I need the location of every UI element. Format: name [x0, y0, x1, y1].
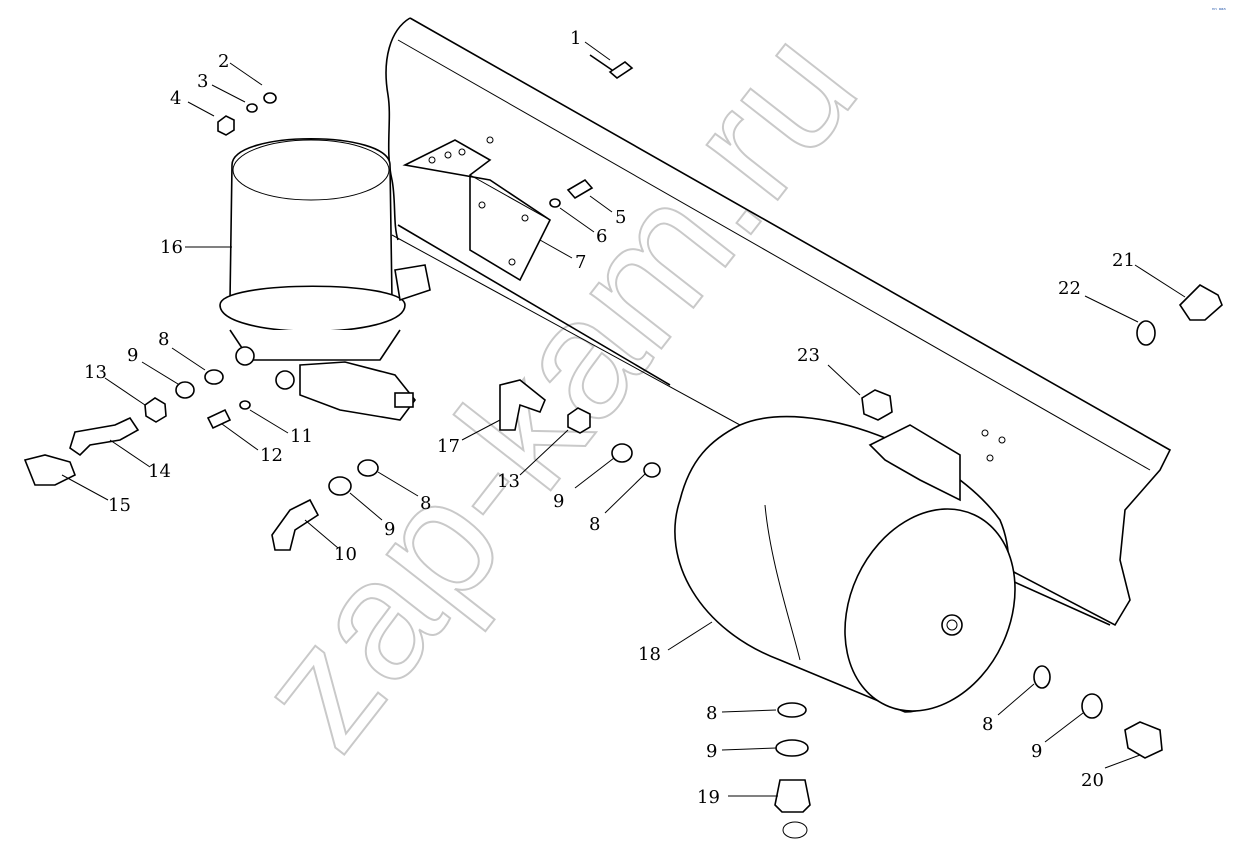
- callout-8e: 8: [982, 714, 993, 735]
- callout-12: 12: [260, 445, 283, 466]
- mounting-bracket: [402, 136, 552, 282]
- callout-10: 10: [334, 544, 357, 565]
- callout-1: 1: [570, 28, 581, 49]
- callout-8c: 8: [420, 493, 431, 514]
- washer-9c: [328, 476, 352, 496]
- callout-8d: 8: [706, 703, 717, 724]
- washer-9b: [611, 443, 633, 463]
- bolt-21: [1178, 284, 1223, 321]
- callout-13a: 13: [84, 362, 107, 383]
- washer-3: [246, 103, 258, 113]
- seal-ring-8b: [643, 462, 661, 478]
- callout-8b: 8: [589, 514, 600, 535]
- nut-13a: [144, 397, 167, 423]
- washer-2: [263, 92, 277, 104]
- air-dryer: [219, 137, 431, 421]
- corner-mark: ⁿⁿ ᵃᵃᵃ: [1212, 7, 1226, 14]
- callout-13b: 13: [497, 471, 520, 492]
- callout-15: 15: [108, 495, 131, 516]
- callout-9a: 9: [127, 345, 138, 366]
- nut-13b: [567, 407, 591, 434]
- seal-ring-8e: [1033, 665, 1051, 689]
- washer-22: [1136, 320, 1156, 346]
- tee-fitting-14: [69, 416, 140, 457]
- callout-6: 6: [596, 226, 607, 247]
- washer-9d: [775, 739, 809, 757]
- bolt-5: [566, 178, 594, 200]
- callout-9c: 9: [384, 519, 395, 540]
- drain-valve-19: [774, 779, 811, 813]
- callout-22: 22: [1058, 278, 1081, 299]
- valve-15: [23, 454, 77, 486]
- callout-14: 14: [148, 461, 171, 482]
- washer-6: [549, 198, 561, 208]
- callout-11: 11: [290, 426, 313, 447]
- callout-9b: 9: [553, 491, 564, 512]
- bolt-1: [589, 54, 634, 80]
- frame-rail: [385, 17, 1172, 627]
- elbow-fitting-10: [271, 498, 320, 551]
- callout-18: 18: [638, 644, 661, 665]
- callout-8a: 8: [158, 329, 169, 350]
- elbow-fitting-17: [499, 379, 546, 431]
- nut-23: [861, 389, 893, 421]
- callout-4: 4: [170, 88, 181, 109]
- leader-lines: [61, 41, 1186, 797]
- callout-9d: 9: [706, 741, 717, 762]
- nut-4: [217, 115, 235, 136]
- callout-9e: 9: [1031, 741, 1042, 762]
- callout-5: 5: [615, 207, 626, 228]
- callout-21: 21: [1112, 250, 1135, 271]
- callout-7: 7: [575, 252, 586, 273]
- callout-3: 3: [197, 71, 208, 92]
- callout-20: 20: [1081, 770, 1104, 791]
- callout-2: 2: [218, 51, 229, 72]
- seal-11: [239, 400, 251, 410]
- air-tank: [674, 415, 1016, 713]
- washer-9e: [1081, 693, 1103, 719]
- seal-ring-8a: [204, 369, 224, 385]
- seal-ring-8c: [357, 459, 379, 477]
- seal-ring-8d: [777, 702, 807, 718]
- callout-17: 17: [437, 436, 460, 457]
- plug-20: [1124, 721, 1163, 759]
- fitting-12: [206, 408, 232, 430]
- callout-labels: 1 2 3 4 5 6 7 8 9 13 16 11 12 14 15 17 1…: [84, 28, 1135, 808]
- callout-16: 16: [160, 237, 183, 258]
- washer-9a: [175, 381, 195, 399]
- callout-23: 23: [797, 345, 820, 366]
- callout-19: 19: [697, 787, 720, 808]
